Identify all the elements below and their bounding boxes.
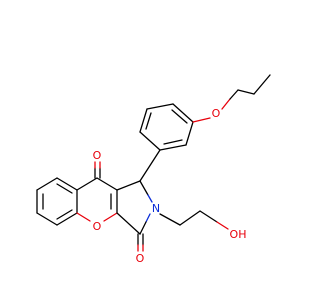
bond — [76, 212, 91, 222]
hydroxyl-label: OH — [230, 228, 247, 241]
bond — [192, 117, 211, 123]
bond — [139, 149, 161, 182]
lactam-oxygen-label: O — [136, 252, 145, 265]
bond — [56, 209, 73, 220]
bond — [171, 109, 188, 124]
bond — [139, 131, 161, 151]
bond — [56, 212, 78, 226]
bond — [116, 180, 141, 191]
bond — [147, 194, 153, 203]
bond — [103, 212, 118, 222]
bond — [36, 177, 58, 191]
bond — [146, 103, 174, 110]
ring-oxygen-label: O — [93, 220, 102, 233]
nitrogen-label: N — [152, 202, 160, 215]
molecule-structure: O O O N O OH — [0, 0, 300, 300]
bond — [172, 103, 194, 123]
bond — [179, 210, 201, 226]
bond — [216, 221, 229, 230]
ketone-oxygen-label: O — [93, 149, 102, 162]
bond — [139, 180, 149, 196]
bond — [229, 89, 239, 100]
bond — [116, 212, 141, 235]
bond — [253, 74, 271, 95]
bond — [139, 108, 148, 133]
bond — [96, 177, 118, 191]
background — [0, 0, 300, 300]
bond — [36, 212, 58, 226]
atom-labels: O O O N O OH — [93, 107, 247, 265]
bond — [145, 112, 152, 130]
bond — [159, 213, 181, 226]
bond — [56, 183, 73, 194]
bond — [76, 177, 98, 191]
bond — [237, 89, 255, 95]
bond — [185, 121, 194, 146]
bond — [139, 221, 147, 235]
bond — [221, 98, 231, 110]
bond — [163, 139, 183, 145]
bond — [199, 210, 218, 223]
bond — [159, 144, 187, 151]
bond-group — [36, 74, 271, 252]
bond — [56, 177, 78, 191]
bond — [145, 213, 151, 223]
ether-oxygen-label: O — [212, 107, 221, 120]
